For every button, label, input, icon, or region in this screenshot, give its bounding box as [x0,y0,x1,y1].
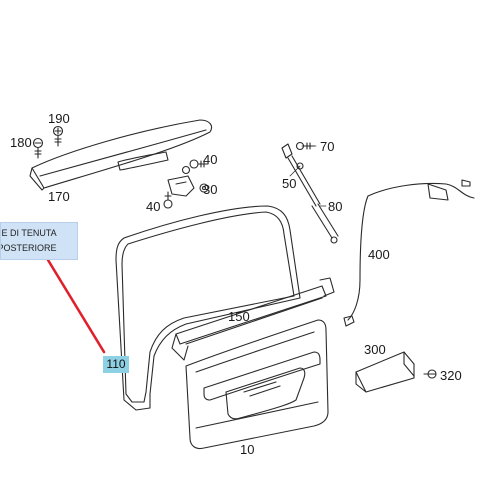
bolt-40-upper [189,159,209,169]
highlight-leader-line [46,258,106,354]
highlighted-part-number[interactable]: 110 [103,356,129,373]
callout-150[interactable]: 150 [228,309,250,324]
screw-190 [52,125,64,147]
washer-30 [199,183,209,193]
release-cable [343,179,475,327]
leader-lines [289,145,327,207]
ball-stud-50 [296,162,304,170]
callout-80[interactable]: 80 [328,199,343,214]
part-name-tooltip: NE DI TENUTA E POSTERIORE [0,222,78,260]
callout-50[interactable]: 50 [282,176,297,191]
callout-70[interactable]: 70 [320,139,335,154]
callout-170[interactable]: 170 [48,189,70,204]
callout-190[interactable]: 190 [48,111,70,126]
gas-strut [281,143,339,244]
tailgate-panel [185,319,329,450]
upper-frame-bar [171,277,335,361]
callout-320[interactable]: 320 [440,368,462,383]
tooltip-line-2: E POSTERIORE [0,243,57,253]
callout-300[interactable]: 300 [364,342,386,357]
bolt-40-lower [163,191,173,209]
bracket-300 [355,351,415,393]
tooltip-line-1: NE DI TENUTA [0,228,57,238]
tailgate-seal [115,205,301,411]
hinge-bracket [167,165,195,197]
callout-10[interactable]: 10 [240,442,255,457]
callout-180[interactable]: 180 [10,135,32,150]
callout-40-upper[interactable]: 40 [203,152,218,167]
screw-180 [32,137,44,159]
rear-spoiler [29,119,213,191]
screw-320 [423,369,437,379]
callout-40-lower[interactable]: 40 [146,199,161,214]
callout-30[interactable]: 30 [203,182,218,197]
callout-400[interactable]: 400 [368,247,390,262]
